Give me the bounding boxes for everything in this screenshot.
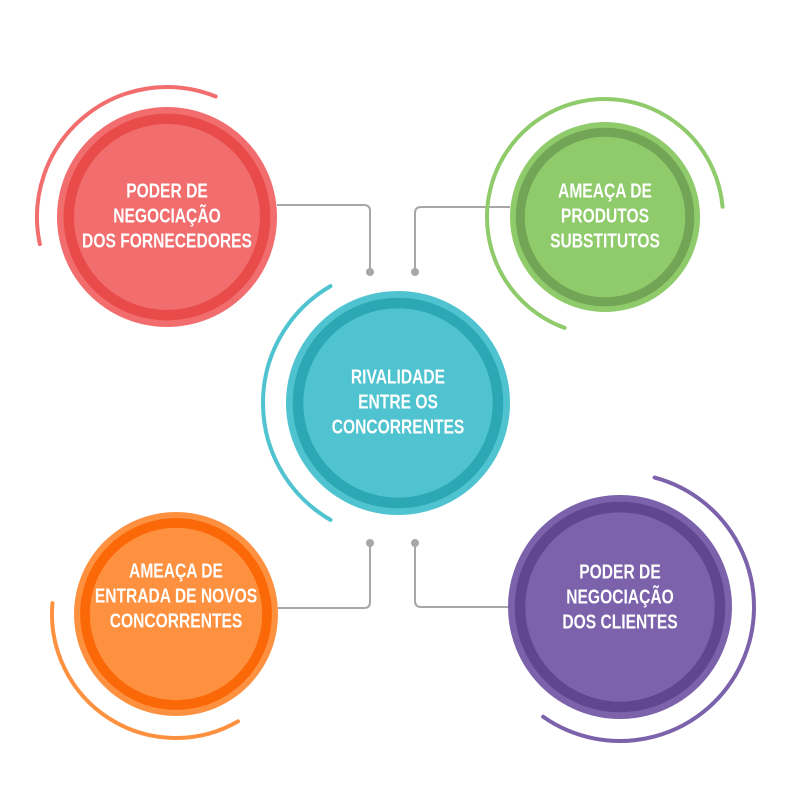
label-line: AMEAÇA DE bbox=[129, 560, 223, 583]
label-line: DOS CLIENTES bbox=[562, 611, 678, 634]
decorative-arc bbox=[50, 601, 240, 740]
node-inner-circle bbox=[524, 136, 686, 298]
connector-line bbox=[277, 204, 371, 272]
node-inner-circle bbox=[525, 512, 715, 702]
label-line: CONCORRENTES bbox=[109, 610, 243, 633]
connector-dot bbox=[411, 539, 419, 547]
decorative-arc bbox=[35, 85, 218, 247]
label-line: NEGOCIAÇÃO bbox=[566, 586, 674, 609]
connector-dot bbox=[411, 268, 419, 276]
label-line: CONCORRENTES bbox=[331, 416, 465, 439]
label-line: ENTRADA DE NOVOS bbox=[94, 585, 258, 608]
node-label-substitutos: AMEAÇA DE PRODUTOS SUBSTITUTOS bbox=[550, 180, 660, 255]
connector-dot bbox=[366, 268, 374, 276]
label-line: ENTRE OS bbox=[358, 391, 438, 414]
node-label-clientes: PODER DE NEGOCIAÇÃO DOS CLIENTES bbox=[562, 561, 677, 636]
label-line: AMEAÇA DE bbox=[558, 180, 652, 203]
node-inner-circle bbox=[74, 124, 260, 310]
node-inner-circle bbox=[89, 527, 263, 701]
node-label-novos-concorrentes: AMEAÇA DE ENTRADA DE NOVOS CONCORRENTES bbox=[95, 560, 257, 635]
label-line: SUBSTITUTOS bbox=[550, 230, 660, 253]
label-line: DOS FORNECEDORES bbox=[82, 230, 252, 253]
connector-line bbox=[278, 543, 371, 609]
decorative-arc bbox=[541, 475, 756, 743]
label-line: PRODUTOS bbox=[560, 205, 650, 228]
label-line: NEGOCIAÇÃO bbox=[113, 205, 221, 228]
connector-dot bbox=[366, 539, 374, 547]
connector-line bbox=[414, 206, 510, 272]
decorative-arc bbox=[485, 97, 725, 330]
decorative-arc bbox=[261, 284, 333, 522]
node-label-fornecedores: PODER DE NEGOCIAÇÃO DOS FORNECEDORES bbox=[82, 180, 252, 255]
label-line: PODER DE bbox=[126, 180, 208, 203]
connector-line bbox=[414, 543, 508, 608]
node-label-rivalidade: RIVALIDADE ENTRE OS CONCORRENTES bbox=[332, 366, 465, 441]
node-inner-circle bbox=[303, 308, 493, 498]
label-line: RIVALIDADE bbox=[350, 366, 446, 389]
label-line: PODER DE bbox=[579, 561, 661, 584]
